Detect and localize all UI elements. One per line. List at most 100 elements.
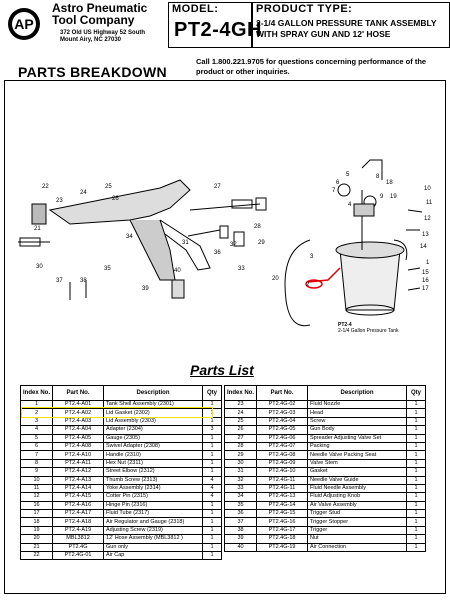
product-type-label: PRODUCT TYPE: [256, 3, 353, 15]
model-label: MODEL: [172, 3, 219, 15]
cell-description: Lid Assembly (2303) [103, 416, 204, 427]
col-index: Index No. [19, 385, 54, 401]
cell-qty: 1 [202, 441, 223, 452]
cell-part-no: PT2.4-A19 [52, 525, 105, 536]
cell-qty: 1 [202, 542, 223, 553]
cell-part-no: PT2.4-A14 [52, 483, 105, 494]
cell-index: 37 [223, 517, 258, 527]
cell-qty: 4 [202, 483, 223, 494]
cell-index: 24 [223, 408, 258, 418]
cell-description: Gun Body [307, 425, 408, 435]
model-box [168, 2, 252, 48]
cell-qty: 1 [406, 483, 427, 494]
cell-description: Packing [307, 441, 408, 452]
callout-19: 19 [390, 194, 397, 200]
cell-index: 5 [19, 433, 54, 443]
highlight-row-2 [21, 407, 213, 418]
callout-26: 26 [112, 196, 119, 202]
cell-index: 25 [223, 416, 258, 427]
cell-qty: 1 [406, 433, 427, 443]
cell-index: 19 [19, 525, 54, 536]
company-name: Astro Pneumatic Tool Company [52, 2, 162, 26]
cell-part-no: PT2.4-A12 [52, 467, 105, 477]
callout-5: 5 [346, 172, 350, 178]
cell-description: Air Cap [103, 551, 204, 561]
cell-description: Nut [307, 534, 408, 544]
cell-index: 31 [223, 467, 258, 477]
callout-11: 11 [426, 200, 433, 206]
callout-16: 16 [422, 278, 429, 284]
cell-qty: 1 [406, 441, 427, 452]
company-line1: Astro Pneumatic [52, 1, 148, 15]
cell-index: 22 [19, 551, 54, 561]
callout-28: 28 [254, 224, 261, 230]
cell-index: 12 [19, 492, 54, 502]
cell-part-no: PT2.4G-03 [256, 408, 309, 418]
cell-description: Fluid Nozzle [307, 399, 408, 410]
cell-qty: 1 [406, 467, 427, 477]
cell-qty: 1 [202, 534, 223, 544]
callout-3: 3 [310, 254, 314, 260]
cell-part-no: PT2.4G-13 [256, 492, 309, 502]
cell-qty: 1 [406, 542, 427, 553]
cell-qty: 1 [406, 500, 427, 511]
cell-part-no: PT2.4G-10 [256, 467, 309, 477]
parts-list-title: Parts List [190, 362, 254, 378]
company-line2: Tool Company [52, 13, 135, 27]
cell-part-no: PT2.4G [52, 542, 105, 553]
cell-index: 35 [223, 500, 258, 511]
cell-part-no: PT2.4G-17 [256, 525, 309, 536]
callout-30: 30 [36, 264, 43, 270]
cell-part-no: PT2.4G-15 [256, 509, 309, 519]
cell-qty: 1 [406, 517, 427, 527]
cell-qty: 1 [202, 500, 223, 511]
cell-index: 32 [223, 475, 258, 485]
cell-index: 27 [223, 433, 258, 443]
cell-description: Trigger Stopper [307, 517, 408, 527]
col-index: Index No. [223, 385, 258, 401]
cell-part-no: PT2.4-A17 [52, 509, 105, 519]
cell-index: 40 [223, 542, 258, 553]
cell-part-no: PT2.4-A05 [52, 433, 105, 443]
cell-index: 38 [223, 525, 258, 536]
cell-qty: 4 [202, 492, 223, 502]
callout-39: 39 [142, 286, 149, 292]
cell-description: Swivel Adapter (2308) [103, 441, 204, 452]
cell-qty: 1 [202, 467, 223, 477]
cell-qty: 1 [202, 450, 223, 460]
callout-21: 21 [34, 226, 41, 232]
cell-part-no: PT2.4-A13 [52, 475, 105, 485]
cell-qty: 1 [202, 458, 223, 469]
cell-description: Street Elbow (2312) [103, 467, 204, 477]
cell-description: Air Regulator and Gauge (2318) [103, 517, 204, 527]
cell-index: 9 [19, 467, 54, 477]
cell-index: 11 [19, 483, 54, 494]
cell-description: Air Valve Assembly [307, 500, 408, 511]
cell-index: 34 [223, 492, 258, 502]
cell-qty: 1 [406, 475, 427, 485]
cell-part-no: PT2.4G-09 [256, 458, 309, 469]
cell-qty: 1 [406, 525, 427, 536]
table-header-row: Index No. Part No. Description Qty [19, 385, 223, 401]
callout-37: 37 [56, 278, 63, 284]
cell-description: Gun only [103, 542, 204, 553]
cell-qty: 1 [406, 509, 427, 519]
cell-qty: 1 [406, 492, 427, 502]
cell-index: 36 [223, 509, 258, 519]
cell-part-no: PT2.4-A10 [52, 450, 105, 460]
